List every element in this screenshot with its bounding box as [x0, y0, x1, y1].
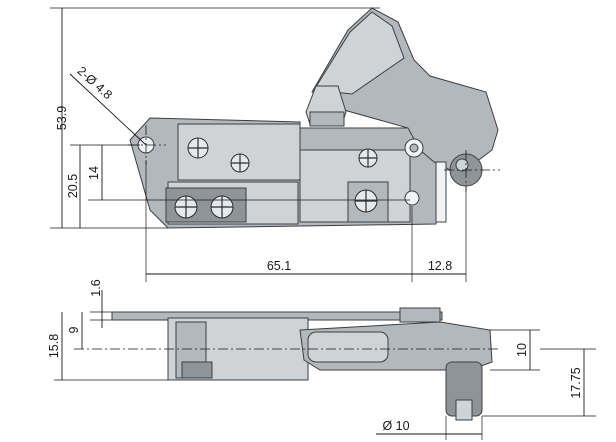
- dim-plate-offset: 9: [67, 326, 81, 333]
- trigger-face: [313, 11, 405, 95]
- dim-mount-offset-a: 20.5: [66, 174, 80, 198]
- dim-shaft-height: 17.75: [569, 367, 583, 398]
- dim-mount-offset-b: 14: [87, 166, 101, 180]
- screw-terminal-3: [354, 189, 378, 213]
- side-view: [74, 307, 500, 421]
- dim-shaft-diameter: Ø 10: [382, 419, 409, 433]
- dim-plate-thickness: 1.6: [89, 279, 103, 296]
- dim-trigger-height: 10: [515, 343, 529, 357]
- side-shaft-tip: [455, 399, 473, 421]
- screw-top-left: [187, 137, 209, 159]
- side-bracket: [399, 307, 441, 323]
- screw-mid: [230, 153, 250, 173]
- dim-hole-spacing: 65.1: [267, 259, 291, 273]
- screw-right-top: [358, 148, 378, 168]
- mount-hole-right: [404, 190, 420, 206]
- ball-bracket: [435, 161, 447, 223]
- side-terminal: [181, 361, 213, 379]
- top-view: [128, 7, 500, 229]
- lock-ball-highlight: [455, 158, 469, 172]
- side-trigger-face: [307, 331, 389, 363]
- plunger-base: [309, 111, 345, 127]
- side-view-dimensions: 1.6 9 15.8 10 17.75 Ø 10: [47, 279, 596, 440]
- dim-trigger-offset: 12.8: [428, 259, 452, 273]
- screw-terminal-2: [210, 195, 234, 219]
- dim-body-height: 15.8: [47, 334, 61, 358]
- dim-overall-height: 53.9: [55, 106, 69, 130]
- pivot-pin: [409, 143, 419, 153]
- screw-terminal-1: [174, 195, 198, 219]
